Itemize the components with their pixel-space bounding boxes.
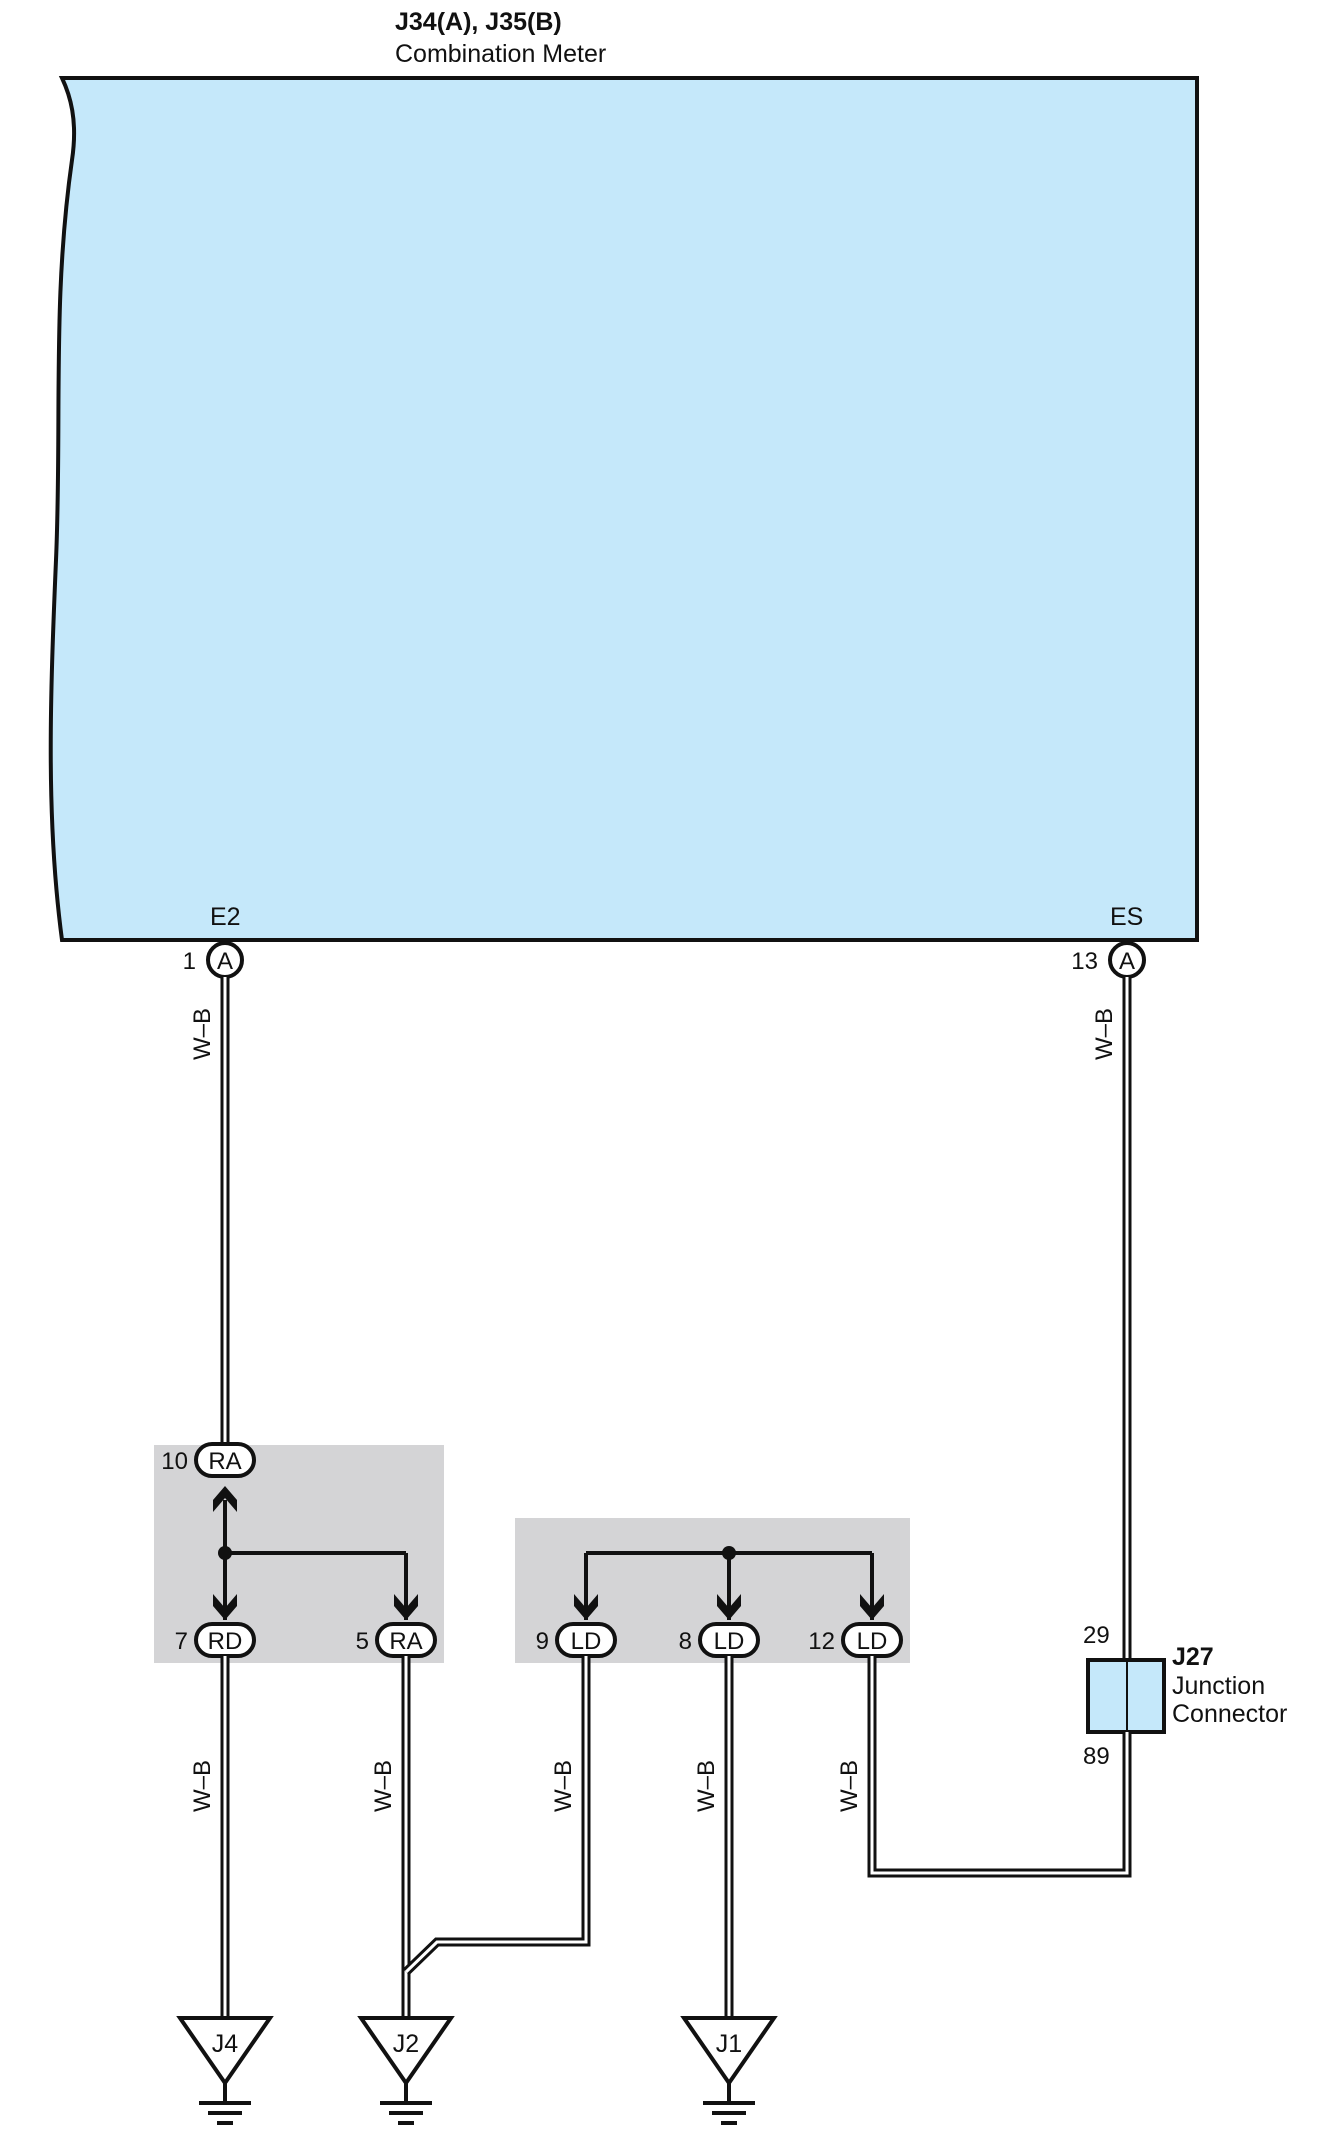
wire-label-rd7: W–B xyxy=(189,1760,216,1812)
arrow-down-ld9 xyxy=(574,1594,598,1620)
wire-label-ld12: W–B xyxy=(836,1760,863,1812)
arrow-down-ra5 xyxy=(394,1594,418,1620)
meter-pin-e2-number: 1 xyxy=(183,948,196,975)
pin-ld12-connector: LD xyxy=(857,1628,888,1655)
ground-j1 xyxy=(680,2016,778,2125)
junction-right-node xyxy=(722,1546,736,1560)
pin-ld9-connector: LD xyxy=(571,1628,602,1655)
meter-id: J34(A), J35(B) xyxy=(395,8,562,36)
arrow-up-ra10 xyxy=(213,1486,237,1512)
ground-j2 xyxy=(357,2016,455,2125)
pin-ra5-connector: RA xyxy=(389,1628,422,1655)
j27-pin-bottom: 89 xyxy=(1083,1743,1110,1770)
pin-ld8-connector: LD xyxy=(714,1628,745,1655)
pin-ld12: LD xyxy=(841,1622,903,1658)
meter-pin-es: A xyxy=(1108,941,1146,979)
arrow-down-ld8 xyxy=(717,1594,741,1620)
pin-ra5-number: 5 xyxy=(356,1628,369,1655)
wire-ld9-to-j2 xyxy=(402,1656,591,1976)
pin-ld12-number: 12 xyxy=(808,1628,835,1655)
meter-name: Combination Meter xyxy=(395,40,606,68)
terminal-name-e2: E2 xyxy=(210,903,241,931)
ground-j1-label: J1 xyxy=(716,2030,742,2058)
wire-label-ld9: W–B xyxy=(550,1760,577,1812)
wire-label-e2: W–B xyxy=(189,1008,216,1060)
pin-ld9: LD xyxy=(555,1622,617,1658)
arrow-down-rd7 xyxy=(213,1594,237,1620)
pin-ra5: RA xyxy=(375,1622,437,1658)
pin-rd7-number: 7 xyxy=(175,1628,188,1655)
wire-label-ra5: W–B xyxy=(370,1760,397,1812)
ground-j4-label: J4 xyxy=(212,2030,239,2058)
pin-ra10-connector: RA xyxy=(208,1448,241,1475)
meter-pin-e2: A xyxy=(206,941,244,979)
wire-label-es: W–B xyxy=(1091,1008,1118,1060)
meter-pin-es-connector: A xyxy=(1119,948,1135,975)
pin-ra10: RA xyxy=(194,1442,256,1478)
wire-label-ld8: W–B xyxy=(693,1760,720,1812)
pin-ld8-number: 8 xyxy=(679,1628,692,1655)
ground-j2-label: J2 xyxy=(393,2030,419,2058)
pin-rd7: RD xyxy=(194,1622,256,1658)
j27-name-line2: Connector xyxy=(1172,1700,1287,1728)
meter-pin-e2-connector: A xyxy=(217,948,233,975)
junction-left-node xyxy=(218,1546,232,1560)
arrow-down-ld12 xyxy=(860,1594,884,1620)
pin-ld9-number: 9 xyxy=(536,1628,549,1655)
j27-pin-top: 29 xyxy=(1083,1622,1110,1649)
pin-rd7-connector: RD xyxy=(208,1628,243,1655)
wire-ld12-to-j27 xyxy=(867,1656,1132,1878)
combination-meter-box xyxy=(48,76,1199,942)
pin-ra10-number: 10 xyxy=(161,1448,188,1475)
meter-pin-es-number: 13 xyxy=(1071,948,1098,975)
pin-ld8: LD xyxy=(698,1622,760,1658)
ground-j4 xyxy=(176,2016,274,2125)
j27-name-line1: Junction xyxy=(1172,1672,1265,1700)
j27-id: J27 xyxy=(1172,1643,1214,1671)
terminal-name-es: ES xyxy=(1110,903,1143,931)
